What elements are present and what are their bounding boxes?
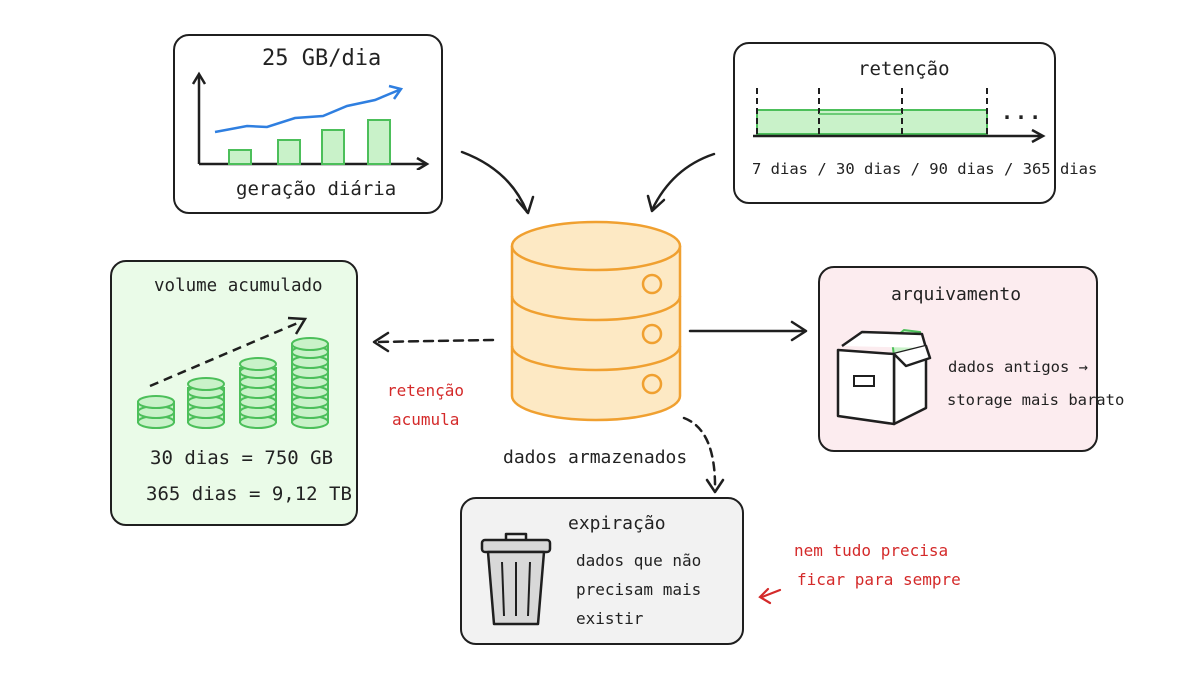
forever-note-line1: nem tudo precisa <box>794 541 949 560</box>
box-icon <box>836 328 932 426</box>
retention-title: retenção <box>858 58 950 80</box>
expiration-line2: precisam mais <box>576 580 702 599</box>
arrow-db-to-accumulated <box>374 338 495 344</box>
archive-line1: dados antigos → <box>948 358 1088 376</box>
trash-icon <box>480 532 552 626</box>
daily-generation-panel <box>173 34 443 214</box>
storage-caption: dados armazenados <box>503 447 688 468</box>
coin-stack-icon <box>137 316 329 429</box>
trend-chart-icon <box>191 71 430 170</box>
arrow-daily-to-db <box>460 150 529 214</box>
arrow-db-to-expiration <box>682 416 717 492</box>
expiration-title: expiração <box>568 513 666 534</box>
retention-note-line1: retenção <box>387 381 465 400</box>
retention-note-line2: acumula <box>392 410 460 429</box>
arrow-retention-to-db <box>650 152 716 212</box>
archive-line2: storage mais barato <box>947 391 1125 409</box>
forever-note-line2: ficar para sempre <box>797 570 961 589</box>
retention-timeline-icon <box>753 88 1046 144</box>
accumulated-title: volume acumulado <box>154 276 323 296</box>
archive-title: arquivamento <box>891 284 1022 305</box>
accumulated-30-days: 30 dias = 750 GB <box>150 447 334 469</box>
expiration-line1: dados que não <box>576 551 702 570</box>
daily-generation-caption: geração diária <box>236 178 397 200</box>
database-icon <box>510 220 682 422</box>
retention-ellipsis: ... <box>1001 100 1044 124</box>
expiration-line3: existir <box>576 609 644 628</box>
retention-periods: 7 dias / 30 dias / 90 dias / 365 dias <box>752 160 1098 178</box>
daily-rate-label: 25 GB/dia <box>262 46 382 71</box>
accumulated-365-days: 365 dias = 9,12 TB <box>146 483 352 505</box>
arrow-forever-note <box>760 588 782 599</box>
